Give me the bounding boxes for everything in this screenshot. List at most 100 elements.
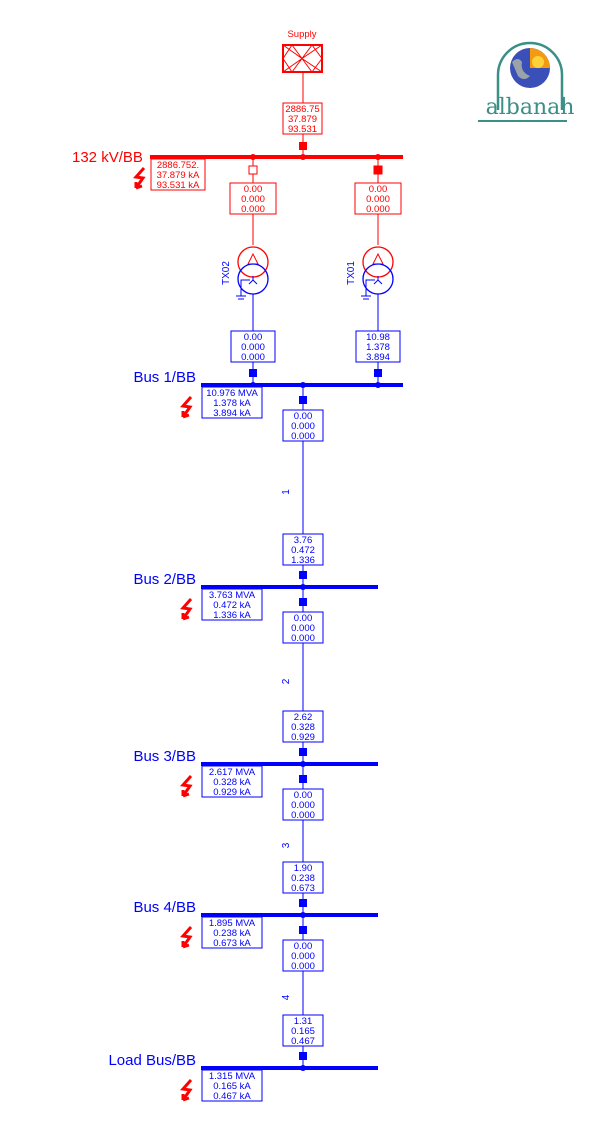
tx-hv-flow-box-value: 0.000 bbox=[366, 194, 390, 205]
hv-bus-fault-box-value: 2886.752. bbox=[157, 160, 199, 171]
transformer-label: TX02 bbox=[221, 261, 232, 285]
supply-flow-box-value: 2886.75 bbox=[285, 104, 319, 115]
lv-breaker[interactable] bbox=[374, 369, 382, 377]
hv-bus-fault-box-value: 37.879 kA bbox=[157, 170, 200, 181]
bus-fault-box-value: 0.238 kA bbox=[213, 928, 251, 939]
line-to-flow-box-value: 0.328 bbox=[291, 722, 315, 733]
hv-breaker[interactable] bbox=[373, 165, 383, 175]
line-from-flow-box-value: 0.00 bbox=[294, 613, 313, 624]
to-breaker[interactable] bbox=[299, 1052, 307, 1060]
line-from-flow-box-value: 0.000 bbox=[291, 951, 315, 962]
bus-fault-box-value: 0.467 kA bbox=[213, 1091, 251, 1102]
lv-breaker[interactable] bbox=[249, 369, 257, 377]
bus-fault-box-value: 1.895 MVA bbox=[209, 918, 256, 929]
fault-icon[interactable] bbox=[180, 396, 193, 419]
line-from-flow-box-value: 0.00 bbox=[294, 790, 313, 801]
supply-label: Supply bbox=[287, 29, 316, 40]
bus-fault-box-value: 0.472 kA bbox=[213, 600, 251, 611]
to-breaker[interactable] bbox=[299, 571, 307, 579]
transformer-label: TX01 bbox=[346, 261, 357, 285]
hv-breaker[interactable] bbox=[248, 165, 258, 175]
tx-lv-flow-box-value: 0.000 bbox=[241, 352, 265, 363]
bus-fault-box-value: 1.336 kA bbox=[213, 610, 251, 621]
from-breaker[interactable] bbox=[299, 598, 307, 606]
line-to-flow-box-value: 3.76 bbox=[294, 535, 313, 546]
tx-lv-flow-box-value: 0.000 bbox=[241, 342, 265, 353]
tx-lv-flow-box-value: 10.98 bbox=[366, 332, 390, 343]
fault-icon[interactable] bbox=[180, 1079, 193, 1102]
fault-icon[interactable] bbox=[180, 926, 193, 949]
hv-bus-label: 132 kV/BB bbox=[72, 149, 143, 166]
fault-icon[interactable] bbox=[133, 167, 146, 190]
line-to-flow-box-value: 1.90 bbox=[294, 863, 313, 874]
bus-fault-box-value: 10.976 MVA bbox=[206, 388, 258, 399]
tx-lv-flow-box-value: 1.378 bbox=[366, 342, 390, 353]
tx-hv-flow-box-value: 0.000 bbox=[366, 204, 390, 215]
bus-fault-box-value: 3.894 kA bbox=[213, 408, 251, 419]
bus-label: Load Bus/BB bbox=[108, 1052, 196, 1069]
bus-label: Bus 3/BB bbox=[133, 748, 196, 765]
bus-label: Bus 4/BB bbox=[133, 899, 196, 916]
hv-bus-fault-box-value: 93.531 kA bbox=[157, 180, 200, 191]
line-from-flow-box-value: 0.000 bbox=[291, 961, 315, 972]
line-from-flow-box-value: 0.000 bbox=[291, 810, 315, 821]
line-to-flow-box-value: 0.238 bbox=[291, 873, 315, 884]
logo-text: albanah bbox=[486, 95, 575, 120]
bus-fault-box-value: 0.929 kA bbox=[213, 787, 251, 798]
supply-flow-box-value: 37.879 bbox=[288, 114, 317, 125]
line-to-flow-box-value: 0.467 bbox=[291, 1036, 315, 1047]
from-breaker[interactable] bbox=[299, 775, 307, 783]
bus-fault-box-value: 0.165 kA bbox=[213, 1081, 251, 1092]
bus-fault-box-value: 0.673 kA bbox=[213, 938, 251, 949]
from-breaker[interactable] bbox=[299, 396, 307, 404]
line-to-flow-box-value: 0.929 bbox=[291, 732, 315, 743]
line-label: 4 bbox=[281, 994, 292, 1000]
line-label: 3 bbox=[281, 842, 292, 848]
line-from-flow-box-value: 0.000 bbox=[291, 800, 315, 811]
albanah-logo: albanah bbox=[478, 41, 575, 122]
line-from-flow-box-value: 0.000 bbox=[291, 623, 315, 634]
tx-hv-flow-box-value: 0.000 bbox=[241, 194, 265, 205]
fault-icon[interactable] bbox=[180, 598, 193, 621]
bus-fault-box-value: 0.328 kA bbox=[213, 777, 251, 788]
from-breaker[interactable] bbox=[299, 926, 307, 934]
supply-grid-symbol[interactable] bbox=[282, 44, 323, 73]
line-to-flow-box-value: 0.673 bbox=[291, 883, 315, 894]
to-breaker[interactable] bbox=[299, 899, 307, 907]
line-to-flow-box-value: 1.31 bbox=[294, 1016, 313, 1027]
to-breaker[interactable] bbox=[299, 748, 307, 756]
line-to-flow-box-value: 0.472 bbox=[291, 545, 315, 556]
fault-icon[interactable] bbox=[180, 775, 193, 798]
line-label: 1 bbox=[281, 489, 292, 495]
supply-breaker[interactable] bbox=[299, 142, 307, 150]
line-from-flow-box-value: 0.00 bbox=[294, 411, 313, 422]
line-from-flow-box-value: 0.000 bbox=[291, 431, 315, 442]
line-label: 2 bbox=[281, 678, 292, 684]
